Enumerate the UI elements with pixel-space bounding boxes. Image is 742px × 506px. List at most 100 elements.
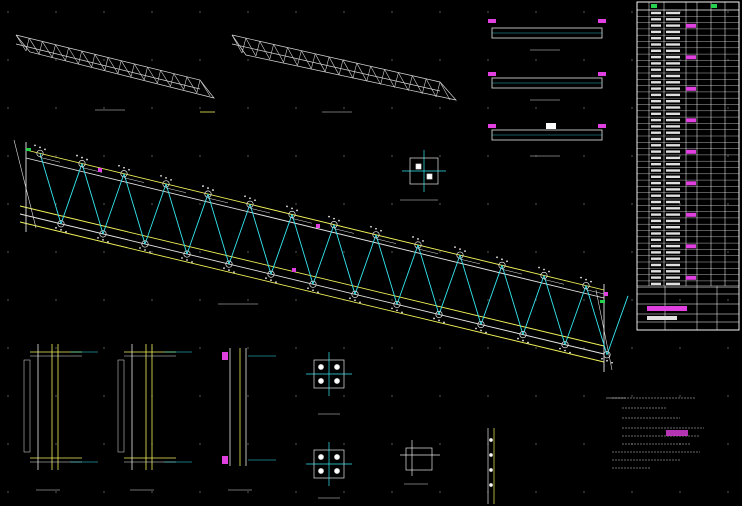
table-cell-text <box>666 219 680 223</box>
grid-dot <box>103 11 105 13</box>
grid-dot <box>727 11 729 13</box>
truss-web-diagonal <box>270 214 293 275</box>
truss-node-top <box>414 241 422 249</box>
grid-dot <box>727 299 729 301</box>
grid-dot <box>247 443 249 445</box>
grid-dot <box>439 491 441 493</box>
grid-dot <box>55 347 57 349</box>
truss-node-top <box>246 200 254 208</box>
bolt-mark <box>527 341 529 344</box>
truss-web-secondary <box>417 248 439 254</box>
truss-node-top <box>162 180 170 188</box>
truss-web-diagonal <box>564 285 587 345</box>
grid-dot <box>55 155 57 157</box>
table-cell-text <box>651 68 661 71</box>
grid-dot <box>679 155 681 157</box>
iso-truss-web <box>283 47 288 63</box>
iso-truss-web <box>134 63 145 81</box>
table-cell-text <box>666 93 680 97</box>
bolt-mark <box>139 247 141 249</box>
iso-truss-web <box>183 76 188 90</box>
iso-truss-web <box>287 47 298 66</box>
section-cut-marker <box>604 292 608 296</box>
grid-dot <box>55 107 57 109</box>
table-cell-text <box>651 125 661 128</box>
truss-node-bottom <box>603 351 611 359</box>
iso-truss-web <box>412 75 423 94</box>
iso-truss-web <box>196 79 201 93</box>
truss-node-bottom <box>141 240 149 248</box>
iso-truss-web <box>255 41 261 57</box>
iso-truss-web <box>170 73 175 87</box>
bolt-mark <box>86 158 88 161</box>
grid-dot <box>583 395 585 397</box>
tag-marker <box>26 148 31 151</box>
bolt-mark <box>207 187 209 189</box>
grid-dot <box>7 59 9 61</box>
grid-dot <box>55 11 57 13</box>
grid-dot <box>439 443 441 445</box>
table-cell-text <box>651 188 661 191</box>
bolt-mark <box>338 219 340 222</box>
table-cell-text <box>651 156 661 160</box>
iso-truss-web <box>104 57 109 71</box>
background-grid-dots <box>7 11 729 493</box>
grid-dot <box>199 155 201 157</box>
grid-dot <box>151 11 153 13</box>
table-cell-text <box>651 200 661 204</box>
truss-node-bottom <box>435 310 443 318</box>
bolt-mark <box>123 166 125 169</box>
truss-node-top <box>540 271 548 280</box>
truss-web-secondary <box>249 208 271 214</box>
grid-dot <box>295 395 297 397</box>
grid-dot <box>295 11 297 13</box>
iso-truss-web <box>117 60 122 74</box>
truss-node-bottom <box>561 341 569 349</box>
iso-truss-web <box>394 72 399 88</box>
grid-dot <box>103 107 105 109</box>
bolt-mark <box>244 195 246 198</box>
grid-dot <box>151 491 153 493</box>
bolt-mark <box>312 289 314 292</box>
iso-truss-web <box>107 57 119 74</box>
table-cell-text <box>666 270 680 273</box>
table-cell-text <box>651 30 661 34</box>
truss-node-top <box>36 149 44 157</box>
truss-node-top <box>204 190 212 198</box>
iso-truss-web <box>384 69 395 88</box>
table-cell-text <box>651 55 661 59</box>
truss-node-bottom <box>309 280 317 288</box>
bolt-mark <box>412 236 414 238</box>
iso-truss-web <box>435 81 441 97</box>
bolt-mark <box>375 227 377 230</box>
joint-detail-small <box>400 150 446 201</box>
table-cell-text <box>666 263 680 267</box>
iso-truss-web <box>157 70 161 84</box>
grid-dot <box>487 59 489 61</box>
bolt-mark <box>359 301 361 304</box>
table-cell-text <box>651 49 661 52</box>
table-cell-text <box>666 18 680 21</box>
grid-dot <box>7 155 9 157</box>
table-cell-text <box>666 87 680 90</box>
bolt-mark <box>464 250 466 253</box>
truss-node-bottom <box>519 331 527 339</box>
table-cell-text <box>651 276 661 279</box>
bolt-mark <box>401 311 403 314</box>
grid-dot <box>439 203 441 205</box>
truss-web-diagonal <box>207 193 230 265</box>
grid-dot <box>727 203 729 205</box>
grid-dot <box>439 299 441 301</box>
grid-dot <box>487 107 489 109</box>
grid-dot <box>727 251 729 253</box>
table-cell-text <box>651 87 661 90</box>
bolt-mark <box>354 299 356 302</box>
grid-dot <box>631 251 633 253</box>
grid-dot <box>439 11 441 13</box>
grid-dot <box>199 11 201 13</box>
grid-dot <box>535 251 537 253</box>
base-plate-detail-1 <box>306 352 352 415</box>
table-cell-text <box>651 226 661 229</box>
bolt-mark <box>60 228 62 231</box>
